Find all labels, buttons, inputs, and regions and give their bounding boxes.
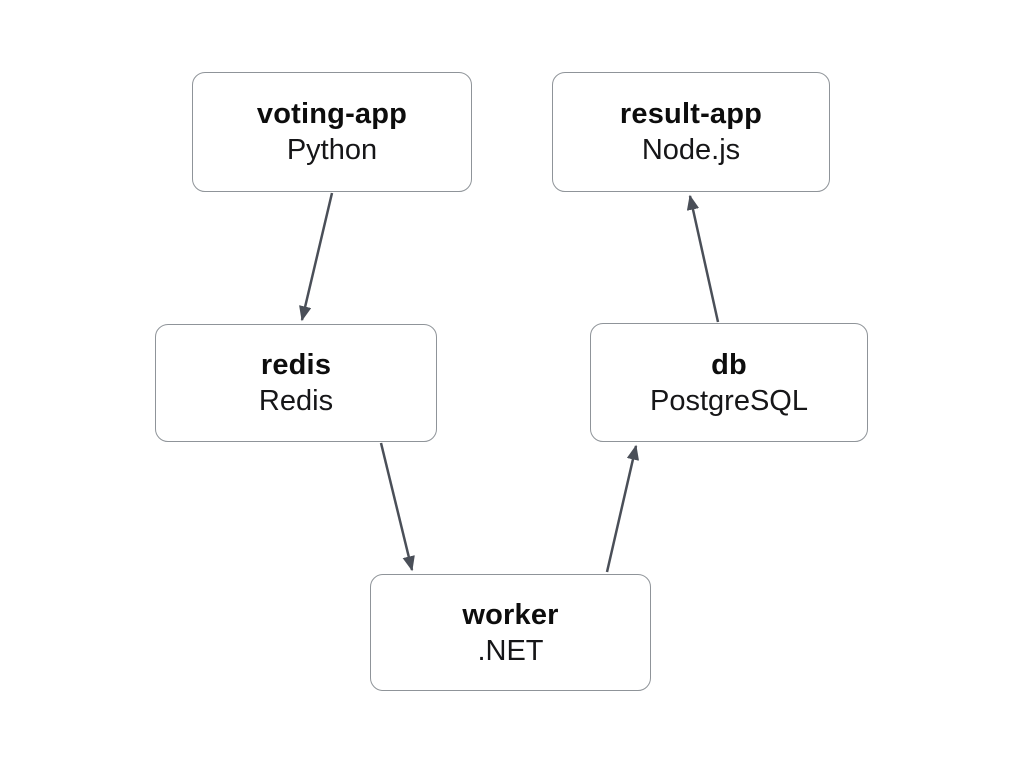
node-redis: redis Redis xyxy=(155,324,437,442)
node-title: db xyxy=(711,348,747,381)
node-subtitle: Redis xyxy=(258,385,334,417)
node-subtitle: .NET xyxy=(477,634,544,667)
node-subtitle: Node.js xyxy=(641,134,741,166)
node-title: voting-app xyxy=(256,98,408,130)
node-worker: worker .NET xyxy=(370,574,651,691)
edge-voting-app-to-redis xyxy=(299,192,334,322)
node-voting-app: voting-app Python xyxy=(192,72,472,192)
node-title: result-app xyxy=(619,98,763,130)
edge-db-to-result-app xyxy=(686,194,720,323)
node-subtitle: PostgreSQL xyxy=(650,384,808,417)
node-title: worker xyxy=(462,598,559,631)
edge-redis-to-worker xyxy=(379,442,415,572)
node-subtitle: Python xyxy=(286,134,378,166)
node-result-app: result-app Node.js xyxy=(552,72,830,192)
node-db: db PostgreSQL xyxy=(590,323,868,442)
node-title: redis xyxy=(260,349,332,381)
edges-group xyxy=(299,192,720,573)
edge-worker-to-db xyxy=(605,444,640,573)
